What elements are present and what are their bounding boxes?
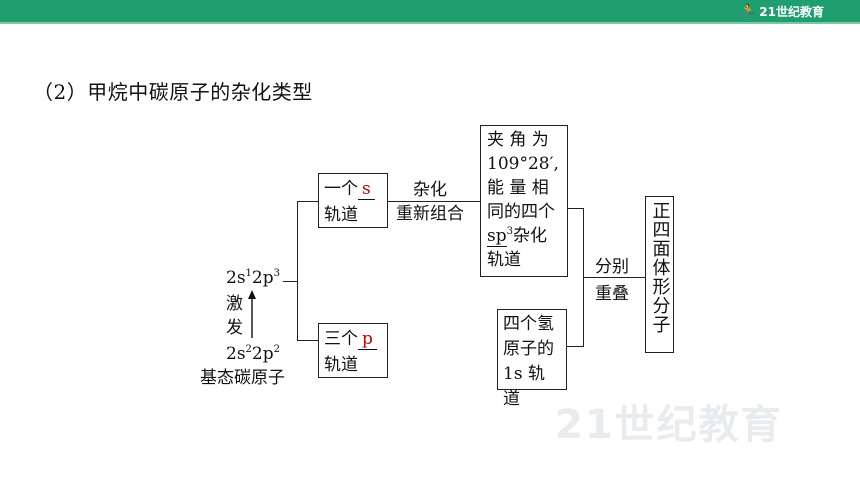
- hybrid-label-1: 杂化: [413, 180, 447, 200]
- s-answer: s: [358, 179, 375, 200]
- banner-edge: [0, 22, 860, 24]
- hybrid-label-2: 重新组合: [396, 204, 464, 224]
- hybrid-orbitals-box: 夹 角 为 109°28′, 能 量 相 同的四个 sp3杂化 轨道: [480, 125, 568, 277]
- excitation-arrow-icon: [248, 290, 256, 338]
- excited-configuration: 2s12p3: [226, 268, 280, 288]
- hydrogen-1s-box: 四个氢 原子的 1s 轨道: [497, 309, 567, 409]
- hybrid-connector: [388, 201, 480, 203]
- brand-logo: 🏃 21世纪教育: [740, 2, 824, 20]
- overlap-connector: [583, 277, 645, 279]
- branch-bottom: [297, 340, 318, 342]
- merge-bottom: [567, 346, 584, 348]
- watermark: 21世纪教育: [555, 402, 783, 448]
- brand-text: 21世纪教育: [759, 4, 824, 19]
- p-answer: p: [358, 329, 377, 350]
- top-banner: 🏃 21世纪教育: [0, 0, 860, 24]
- overlap-label-2: 重叠: [595, 284, 629, 304]
- overlap-label-1: 分别: [595, 257, 629, 277]
- final-shape-text: 正四面体形分子: [649, 201, 671, 334]
- branch-vertical: [297, 201, 299, 341]
- tetrahedral-molecule-box: 正四面体形分子: [645, 196, 674, 353]
- excite-char-2: 发: [226, 318, 243, 338]
- page-title: （2）甲烷中碳原子的杂化类型: [33, 80, 313, 104]
- runner-icon: 🏃: [740, 3, 757, 19]
- ground-configuration: 2s22p2: [226, 344, 280, 364]
- excite-char-1: 激: [226, 294, 243, 314]
- config-connector: [283, 281, 297, 283]
- branch-top: [297, 201, 318, 203]
- ground-state-label: 基态碳原子: [200, 368, 285, 388]
- merge-top: [568, 208, 584, 210]
